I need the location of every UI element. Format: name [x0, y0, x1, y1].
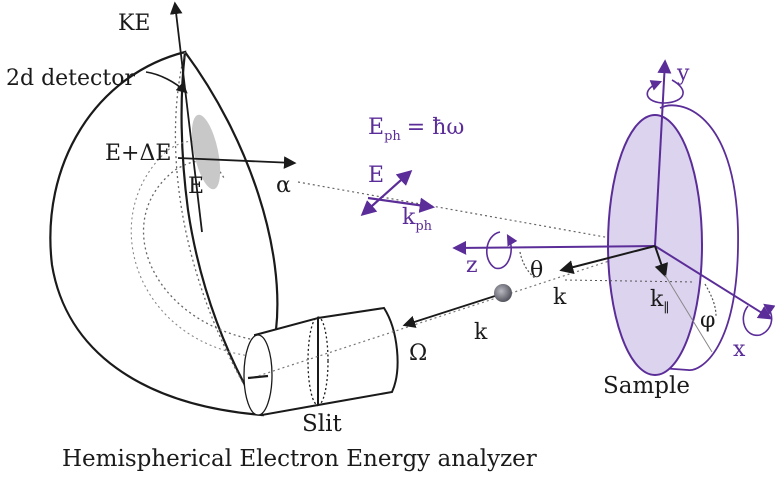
y-axis [654, 59, 672, 247]
photon-energy-label: Eph= ħω [368, 115, 464, 144]
k-ph-label: kph [402, 205, 433, 234]
e-plus-de-label: E+ΔE [105, 141, 171, 166]
lens-barrel [317, 306, 399, 407]
slit-mark [247, 374, 269, 380]
k-parallel-projection [564, 279, 696, 283]
y-rotation [646, 79, 684, 104]
sample-label: Sample [603, 373, 690, 399]
k-beam-label: k [474, 320, 488, 345]
k-vector [559, 245, 656, 274]
theta-label: θ [530, 258, 543, 283]
y-label: y [676, 61, 690, 86]
k-beam-arrow [402, 295, 496, 328]
detector-label: 2d detector [6, 66, 135, 91]
lens-joint-ring [307, 316, 329, 406]
electron-lens [243, 245, 656, 417]
photon-path [297, 181, 656, 247]
detector-spot [191, 114, 221, 190]
x-label: x [733, 337, 746, 362]
k-parallel-guide [664, 274, 713, 353]
alpha-label: α [276, 173, 291, 198]
lens-entrance-ring [243, 334, 273, 416]
alpha-arrow [177, 156, 297, 169]
k-ph-arrow [367, 196, 436, 213]
k-vector-label: k [553, 285, 567, 310]
detector-leader [145, 71, 188, 94]
k-parallel-label: k∥ [650, 287, 669, 316]
sample [452, 59, 775, 376]
e-field-arrow [360, 169, 413, 217]
electron-beam-path [257, 245, 656, 377]
analyzer-caption: Hemispherical Electron Energy analyzer [62, 446, 537, 472]
phi-label: φ [700, 308, 715, 333]
e-label: E [188, 174, 204, 199]
ke-arrow [169, 1, 203, 233]
slit-label: Slit [302, 411, 342, 437]
z-rotation [486, 231, 518, 270]
e-field-label: E [368, 163, 384, 188]
z-axis [452, 240, 656, 255]
electron [494, 284, 512, 302]
labels: KE 2d detector E+ΔE E α Eph= ħω E kph z … [6, 11, 746, 472]
ke-label: KE [118, 11, 151, 36]
k-parallel [654, 245, 668, 278]
photon-beam [297, 169, 656, 247]
z-label: z [466, 253, 478, 278]
x-rotation [742, 303, 775, 336]
electron-trajectory-inner [130, 140, 251, 357]
theta-arc [519, 251, 537, 280]
x-axis [654, 245, 773, 320]
hemisphere-shell [49, 50, 265, 417]
omega-label: Ω [409, 341, 427, 366]
electron-trajectory [142, 160, 256, 341]
